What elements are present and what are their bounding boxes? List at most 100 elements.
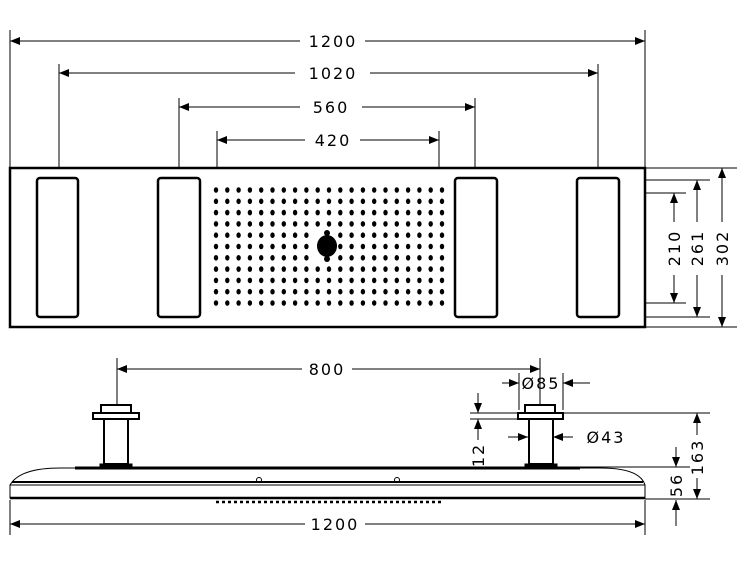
nozzle <box>315 277 320 284</box>
dim-label: 56 <box>667 473 686 497</box>
nozzle <box>292 243 298 250</box>
nozzle <box>439 243 445 250</box>
nozzle <box>270 288 275 295</box>
nozzle <box>338 232 343 238</box>
dim-label: 560 <box>313 98 350 117</box>
nozzle <box>383 254 388 261</box>
nozzle <box>259 232 264 238</box>
nozzle <box>292 232 298 238</box>
center-nozzle <box>317 230 337 262</box>
nozzle <box>315 221 320 227</box>
nozzle <box>383 288 388 295</box>
nozzle <box>270 221 275 227</box>
nozzle <box>417 266 422 272</box>
nozzle <box>372 288 377 295</box>
nozzle <box>247 187 253 193</box>
nozzle <box>417 187 422 193</box>
nozzle <box>270 209 275 216</box>
nozzle <box>259 266 264 272</box>
nozzle <box>417 300 422 306</box>
light-slot <box>156 176 202 319</box>
nozzle <box>213 300 219 306</box>
nozzle <box>405 198 411 205</box>
nozzle <box>428 277 433 284</box>
nozzle <box>315 300 320 306</box>
nozzle <box>349 232 354 238</box>
nozzle <box>338 277 343 284</box>
nozzle <box>338 209 343 216</box>
nozzle <box>405 266 411 272</box>
nozzle <box>326 300 332 306</box>
nozzle <box>383 243 388 250</box>
nozzle <box>338 243 343 250</box>
nozzle <box>349 243 354 250</box>
nozzle <box>326 187 332 193</box>
nozzle <box>213 277 219 284</box>
nozzle <box>304 254 309 261</box>
nozzle <box>439 277 445 284</box>
nozzle <box>236 243 241 250</box>
nozzle <box>383 277 388 284</box>
nozzle <box>281 232 286 238</box>
nozzle <box>225 300 230 306</box>
dim-flange-thickness: 12 <box>469 393 488 467</box>
nozzle <box>236 254 241 261</box>
nozzle <box>349 187 354 193</box>
nozzle <box>247 277 253 284</box>
nozzle <box>304 243 309 250</box>
nozzle <box>281 187 286 193</box>
nozzle <box>360 277 366 284</box>
nozzle <box>394 232 399 238</box>
nozzle <box>247 288 253 295</box>
nozzle <box>439 187 445 193</box>
nozzle <box>383 221 388 227</box>
nozzle <box>270 198 275 205</box>
nozzle <box>213 209 219 216</box>
dim-overall-depth: 302 <box>713 168 732 327</box>
nozzle <box>338 221 343 227</box>
top-view: 1200 1020 560 420 302 261 <box>8 30 737 329</box>
nozzle <box>439 232 445 238</box>
nozzle <box>326 277 332 284</box>
nozzle <box>394 243 399 250</box>
dim-flange-diameter: Ø85 <box>502 374 590 393</box>
nozzle <box>394 266 399 272</box>
nozzle <box>304 288 309 295</box>
nozzle <box>247 232 253 238</box>
nozzle <box>360 209 366 216</box>
nozzle <box>213 198 219 205</box>
nozzle <box>405 277 411 284</box>
nozzle <box>304 198 309 205</box>
nozzle <box>281 198 286 205</box>
nozzle <box>225 266 230 272</box>
nozzle <box>326 288 332 295</box>
nozzle <box>372 198 377 205</box>
nozzle <box>236 300 241 306</box>
nozzle <box>394 221 399 227</box>
dim-outer-slot-spacing: 1020 <box>59 64 598 83</box>
nozzle <box>405 243 411 250</box>
nozzle <box>292 254 298 261</box>
nozzle <box>439 221 445 227</box>
nozzle <box>326 209 332 216</box>
dim-overall-width: 1200 <box>10 32 645 51</box>
nozzle <box>383 232 388 238</box>
dim-nozzle-field-depth: 210 <box>665 193 684 303</box>
nozzle <box>428 266 433 272</box>
nozzle <box>247 243 253 250</box>
nozzle <box>405 187 411 193</box>
nozzle <box>236 221 241 227</box>
dim-label: 800 <box>309 360 346 379</box>
nozzle <box>213 221 219 227</box>
nozzle <box>292 221 298 227</box>
nozzle <box>405 288 411 295</box>
nozzle <box>281 243 286 250</box>
nozzle <box>236 277 241 284</box>
nozzle <box>304 187 309 193</box>
nozzle <box>360 221 366 227</box>
nozzle <box>259 187 264 193</box>
nozzle <box>360 232 366 238</box>
nozzle <box>281 221 286 227</box>
nozzle <box>360 198 366 205</box>
light-slot <box>575 176 621 319</box>
